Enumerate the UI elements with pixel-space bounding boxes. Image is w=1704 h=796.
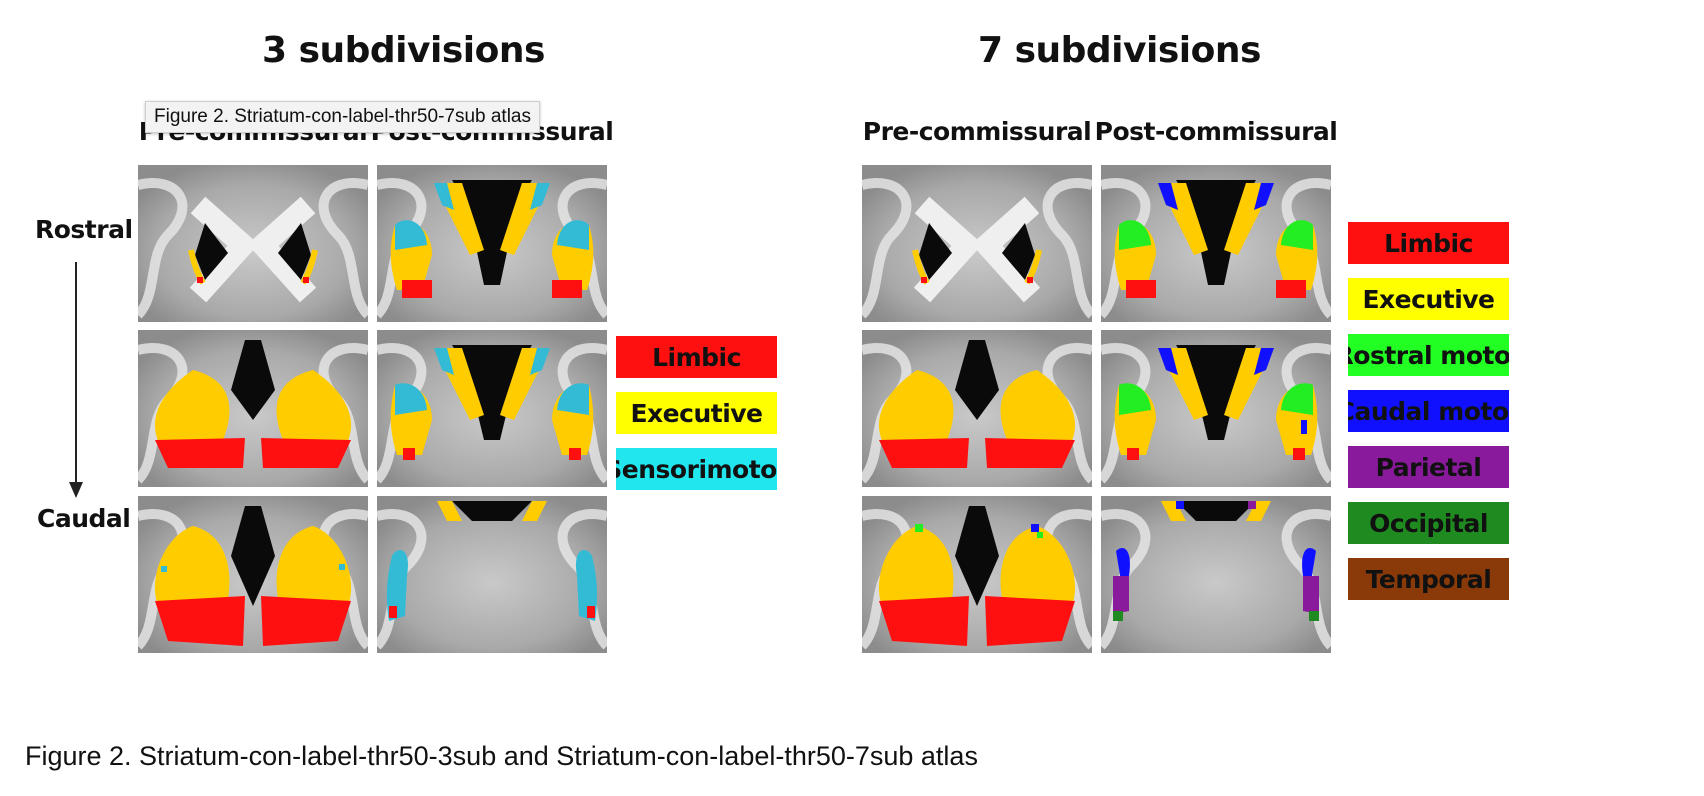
- figure-caption: Figure 2. Striatum-con-label-thr50-3sub …: [25, 741, 978, 771]
- legend-executive: Executive: [1348, 278, 1509, 320]
- three-sub-post-commissural-caudal-slice: [377, 496, 607, 653]
- three-sub-pre-commissural-rostral-slice: [138, 165, 368, 322]
- legend-executive: Executive: [616, 392, 777, 434]
- seven-sub-post-commissural-middle-slice: [1101, 330, 1331, 487]
- legend-caudal-motor: Caudal motor: [1348, 390, 1509, 432]
- legend-limbic: Limbic: [616, 336, 777, 378]
- seven-sub-pre-commissural-caudal-slice: [862, 496, 1092, 653]
- figure-tooltip: Figure 2. Striatum-con-label-thr50-7sub …: [145, 101, 541, 133]
- seven-sub-post-commissural-caudal-slice: [1101, 496, 1331, 653]
- rostral-label: Rostral: [35, 215, 133, 244]
- legend-occipital: Occipital: [1348, 502, 1509, 544]
- legend-sensorimotor: Sensorimotor: [616, 448, 777, 490]
- three-sub-post-commissural-rostral-slice: [377, 165, 607, 322]
- three-sub-pre-commissural-caudal-slice: [138, 496, 368, 653]
- legend-temporal: Temporal: [1348, 558, 1509, 600]
- three-sub-pre-commissural-middle-slice: [138, 330, 368, 487]
- seven-sub-post-commissural-rostral-slice: [1101, 165, 1331, 322]
- legend-rostral-motor: Rostral motor: [1348, 334, 1509, 376]
- right-figure-title: 7 subdivisions: [978, 30, 1261, 71]
- seven-sub-pre-commissural-rostral-slice: [862, 165, 1092, 322]
- seven-sub-pre-commissural-middle-slice: [862, 330, 1092, 487]
- right-post-commissural-header: Post-commissural: [1094, 117, 1338, 146]
- left-figure-title: 3 subdivisions: [262, 30, 545, 71]
- rostral-to-caudal-arrow-icon: [69, 262, 83, 498]
- legend-parietal: Parietal: [1348, 446, 1509, 488]
- three-sub-post-commissural-middle-slice: [377, 330, 607, 487]
- caudal-label: Caudal: [37, 504, 131, 533]
- legend-limbic: Limbic: [1348, 222, 1509, 264]
- right-pre-commissural-header: Pre-commissural: [862, 117, 1092, 146]
